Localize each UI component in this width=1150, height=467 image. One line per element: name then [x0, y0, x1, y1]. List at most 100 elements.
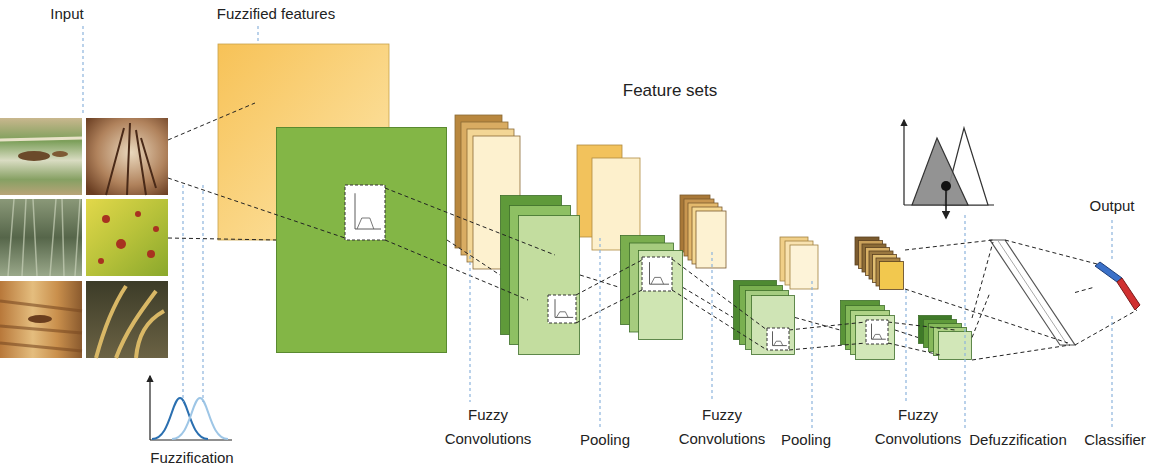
feature-map — [939, 332, 972, 360]
fuzzy-conv-layer: Fuzzy Convolutions — [733, 280, 795, 355]
photo-detail — [0, 138, 82, 140]
projection-line — [168, 238, 276, 240]
leaf-photo — [0, 281, 82, 358]
plot-axis — [871, 324, 872, 340]
kernel-window — [767, 328, 789, 350]
output-vector-shape — [1095, 262, 1140, 312]
photo-detail — [8, 199, 80, 276]
output-vector: Output — [1095, 262, 1140, 312]
projection-line — [168, 103, 255, 140]
leaf-photo — [86, 281, 168, 358]
pooling-layer: Pooling — [840, 300, 895, 360]
leaf-photo — [86, 199, 168, 276]
leader-line — [1111, 220, 1112, 262]
pooling-layer-shape — [620, 235, 683, 340]
leader-line — [1111, 316, 1112, 428]
feature-map — [752, 296, 795, 355]
feature-map — [277, 128, 447, 353]
dense-layer-shape — [990, 240, 1075, 345]
projection-line — [1075, 310, 1137, 345]
photo-detail — [0, 301, 82, 351]
photo-detail — [147, 250, 155, 258]
photo-detail — [96, 286, 164, 358]
photo-detail — [52, 151, 68, 157]
dense-edge — [998, 240, 1068, 345]
kernel-window — [866, 320, 888, 344]
leader-line — [202, 185, 203, 402]
stage-label: Input — [27, 4, 107, 24]
photo-detail — [135, 211, 141, 217]
projection-line — [972, 345, 1070, 360]
plot-axis — [650, 284, 670, 285]
plot-axis — [355, 193, 356, 229]
membership-curve — [152, 398, 208, 439]
membership-curve — [172, 398, 228, 439]
leader-line — [905, 290, 906, 402]
fuzzified-map-shape — [276, 127, 447, 353]
photo-detail — [18, 151, 50, 161]
plot-axis — [872, 339, 886, 340]
membership-curve — [556, 312, 568, 318]
fuzzy-conv-layer-shape — [500, 195, 580, 355]
projection-line — [683, 288, 733, 318]
plot-axis — [555, 299, 556, 317]
fuzzy-conv-layer-shape — [733, 280, 795, 355]
pooling-layer-shape — [840, 300, 895, 360]
projection-line — [795, 318, 840, 331]
membership-curve — [357, 218, 374, 229]
leaf-photo — [86, 118, 168, 195]
membership-curve — [651, 277, 664, 284]
projection-line — [447, 240, 500, 275]
layer-label: Fuzzy Convolutions — [438, 403, 538, 451]
leaf-photo — [86, 118, 168, 195]
fuzzy-conv-layer: Fuzzy Convolutions — [918, 315, 972, 360]
leaf-photo — [86, 199, 168, 276]
leaf-photo — [0, 199, 82, 276]
feature-map — [639, 251, 683, 340]
projection-line — [972, 242, 993, 318]
input-images: Input — [0, 118, 168, 358]
leader-line — [469, 250, 470, 402]
plot-axis — [149, 376, 150, 440]
stage-label: Output — [1077, 196, 1147, 216]
projection-line — [972, 293, 990, 338]
photo-detail — [98, 258, 104, 264]
projection-line — [1075, 287, 1095, 293]
leaf-photo — [86, 281, 168, 358]
layer-label: Pooling — [565, 430, 645, 450]
plot-axis — [773, 345, 787, 346]
feature-map — [696, 211, 726, 268]
feature-map — [856, 316, 895, 360]
fuzzy-conv-layer-shape — [918, 315, 972, 360]
input-images-shape — [0, 118, 168, 358]
layer-label: Pooling — [766, 430, 846, 450]
projection-line — [905, 240, 993, 250]
feature-map — [519, 216, 580, 355]
centroid-dot — [941, 181, 951, 191]
leader-line — [711, 252, 712, 402]
plot-axis — [555, 317, 573, 318]
dense-bar — [990, 240, 1075, 345]
leader-line — [257, 26, 258, 44]
dense-layer: Defuzzification — [990, 240, 1075, 345]
projection-line — [895, 330, 918, 338]
leader-line — [811, 281, 812, 428]
leader-line — [182, 185, 183, 402]
leaf-photo — [0, 281, 82, 358]
membership-curve — [873, 334, 882, 339]
plot-axis — [772, 331, 773, 345]
membership-curve — [774, 341, 783, 345]
leaf-photo — [0, 199, 82, 276]
stage-label: Fuzzified features — [186, 4, 366, 24]
leader-line — [599, 238, 600, 428]
kernel-window — [548, 295, 576, 323]
stage-label: Fuzzification — [137, 448, 247, 467]
fuzzy-conv-layer: Fuzzy Convolutions — [500, 195, 580, 355]
kernel-window — [345, 185, 385, 240]
pooling-layer: Pooling — [620, 235, 683, 340]
kernel-window — [642, 257, 672, 291]
photo-detail — [153, 226, 159, 232]
layer-label: Fuzzy Convolutions — [868, 403, 968, 451]
leader-line — [82, 26, 83, 116]
